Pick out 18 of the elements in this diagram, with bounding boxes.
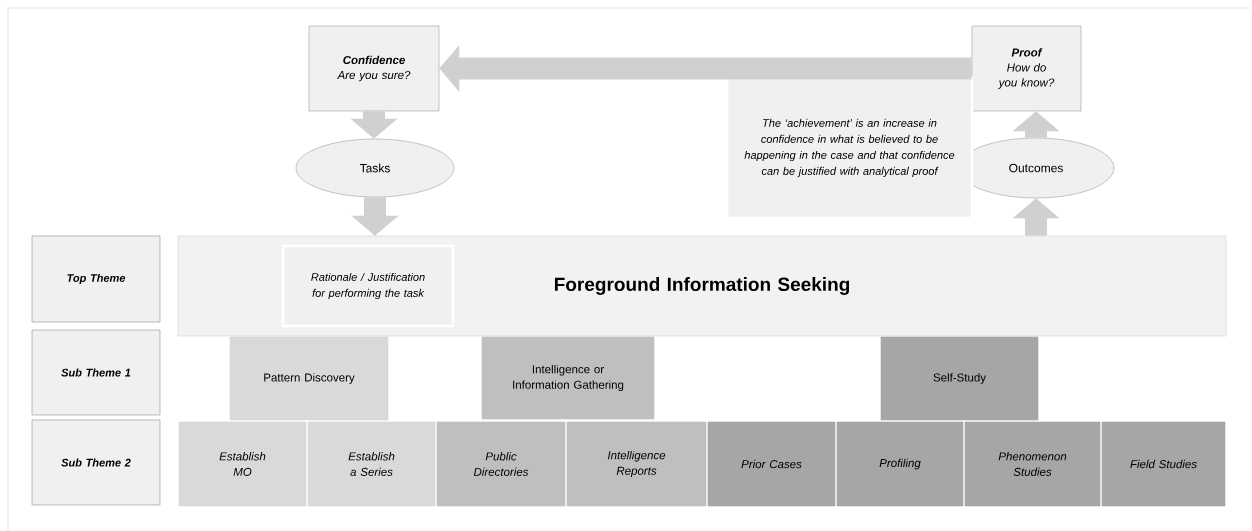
question-box: Proof How do you know? bbox=[971, 25, 1082, 112]
subtheme-box: Pattern Discovery bbox=[229, 336, 389, 421]
category-box: Establish a Series bbox=[307, 421, 436, 507]
question-box: Confidence Are you sure? bbox=[308, 25, 440, 112]
category-box: Public Directories bbox=[436, 421, 566, 507]
category-box: Field Studies bbox=[1101, 421, 1226, 507]
note-box: The ‘achievement’ is an increase in confidence in what is believed to be happening in the case and that confidence can be justified with analytical proof bbox=[725, 76, 974, 220]
category-box: Intelligence Reports bbox=[566, 421, 707, 507]
category-box: Profiling bbox=[836, 421, 964, 507]
row-label-box: Sub Theme 2 bbox=[31, 419, 161, 506]
row-label-box: Sub Theme 1 bbox=[31, 329, 161, 416]
subtheme-box: Self-Study bbox=[880, 336, 1039, 421]
category-box: Prior Cases bbox=[707, 421, 836, 507]
category-box: Establish MO bbox=[178, 421, 307, 507]
row-label-box: Top Theme bbox=[31, 235, 161, 323]
category-box: Phenomenon Studies bbox=[964, 421, 1101, 507]
subtheme-box: Intelligence or Information Gathering bbox=[481, 336, 655, 420]
rationale-box: Rationale / Justification for performing the task bbox=[281, 244, 455, 328]
